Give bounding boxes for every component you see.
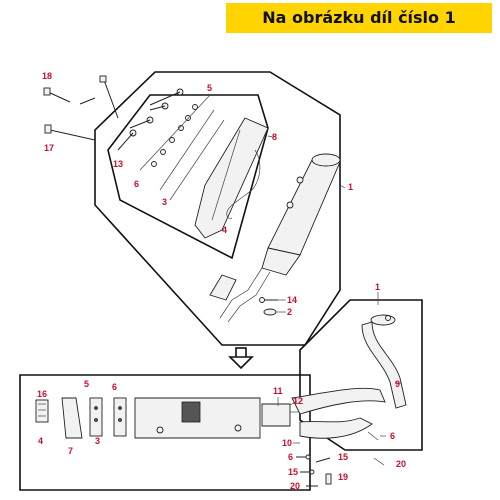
callout-4-bottom: 4 — [38, 436, 43, 446]
callout-10: 10 — [282, 438, 292, 448]
part-number-badge: Na obrázku díl číslo 1 — [226, 3, 492, 33]
bottom-muffler — [35, 387, 386, 466]
callout-5-bottom: 5 — [84, 379, 89, 389]
shield-bolts — [117, 88, 225, 201]
callout-leaders — [267, 135, 402, 444]
callout-15-left: 15 — [288, 467, 298, 477]
callout-1-right: 1 — [375, 282, 380, 292]
header-pipe — [361, 314, 407, 409]
callout-16: 16 — [37, 389, 47, 399]
down-arrow-icon — [228, 347, 254, 370]
callout-6-right: 6 — [390, 431, 395, 441]
callout-19: 19 — [338, 472, 348, 482]
callout-3: 3 — [162, 197, 167, 207]
bottom-fasteners — [296, 454, 332, 487]
muffler-top — [209, 153, 341, 323]
callout-5: 5 — [207, 83, 212, 93]
callout-9: 9 — [395, 379, 400, 389]
callout-12: 12 — [293, 396, 303, 406]
callout-3-bottom: 3 — [95, 436, 100, 446]
bottom-assembly-frame — [19, 374, 311, 491]
callout-14: 14 — [287, 295, 297, 305]
callout-6-bottom-small: 6 — [288, 452, 293, 462]
callout-4: 4 — [222, 225, 227, 235]
callout-2: 2 — [287, 307, 292, 317]
callout-20-right: 20 — [396, 459, 406, 469]
callout-13: 13 — [113, 159, 123, 169]
callout-17: 17 — [44, 143, 54, 153]
callout-1: 1 — [348, 182, 353, 192]
callout-6: 6 — [134, 179, 139, 189]
callout-11: 11 — [273, 386, 283, 396]
heat-shield — [194, 117, 269, 239]
header-pipe-frame — [299, 299, 423, 451]
callout-8: 8 — [272, 132, 277, 142]
callout-7: 7 — [68, 446, 73, 456]
gasket-parts — [259, 297, 278, 316]
badge-text: Na obrázku díl číslo 1 — [262, 8, 456, 27]
callout-15-right: 15 — [338, 452, 348, 462]
shield-clamp — [226, 149, 261, 219]
callout-18: 18 — [42, 71, 52, 81]
callout-20-bottom: 20 — [290, 481, 300, 491]
callout-6-bottom: 6 — [112, 382, 117, 392]
long-bolts — [43, 75, 119, 141]
